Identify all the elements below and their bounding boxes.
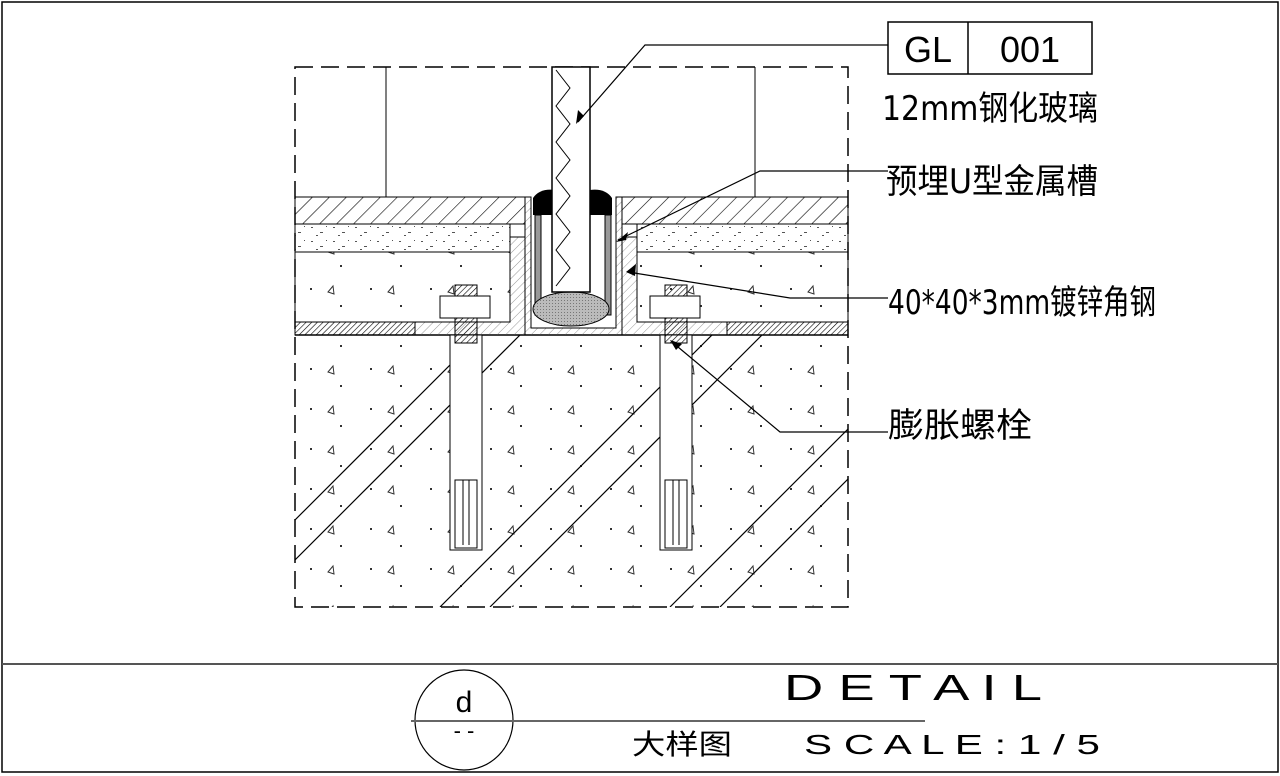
expansion-bolts xyxy=(439,284,701,551)
floor-layers xyxy=(294,196,849,607)
label-u-channel: 预埋U型金属槽 xyxy=(886,162,1098,202)
tag-code: GL xyxy=(904,29,952,70)
glass-panel xyxy=(551,66,591,293)
detail-sub: - - xyxy=(454,718,475,743)
angle-steel xyxy=(414,236,728,336)
label-glass: 12mm钢化玻璃 xyxy=(882,89,1098,129)
tag-number: 001 xyxy=(1000,29,1060,70)
label-angle-steel: 40*40*3mm镀锌角钢 xyxy=(888,283,1156,323)
title-block: d - - D E T A I L 大样图 S C A L E : 1 / 5 xyxy=(411,667,1100,771)
label-bolt: 膨胀螺栓 xyxy=(888,406,1032,446)
detail-letter: d xyxy=(456,686,473,719)
material-tag: GL 001 xyxy=(887,21,1093,75)
leader-arrows xyxy=(576,110,682,350)
leader-lines xyxy=(577,44,888,433)
u-channel xyxy=(524,189,623,336)
scale-text: S C A L E : 1 / 5 xyxy=(804,729,1100,760)
title-en: D E T A I L xyxy=(784,667,1042,708)
title-cn: 大样图 xyxy=(632,728,732,761)
